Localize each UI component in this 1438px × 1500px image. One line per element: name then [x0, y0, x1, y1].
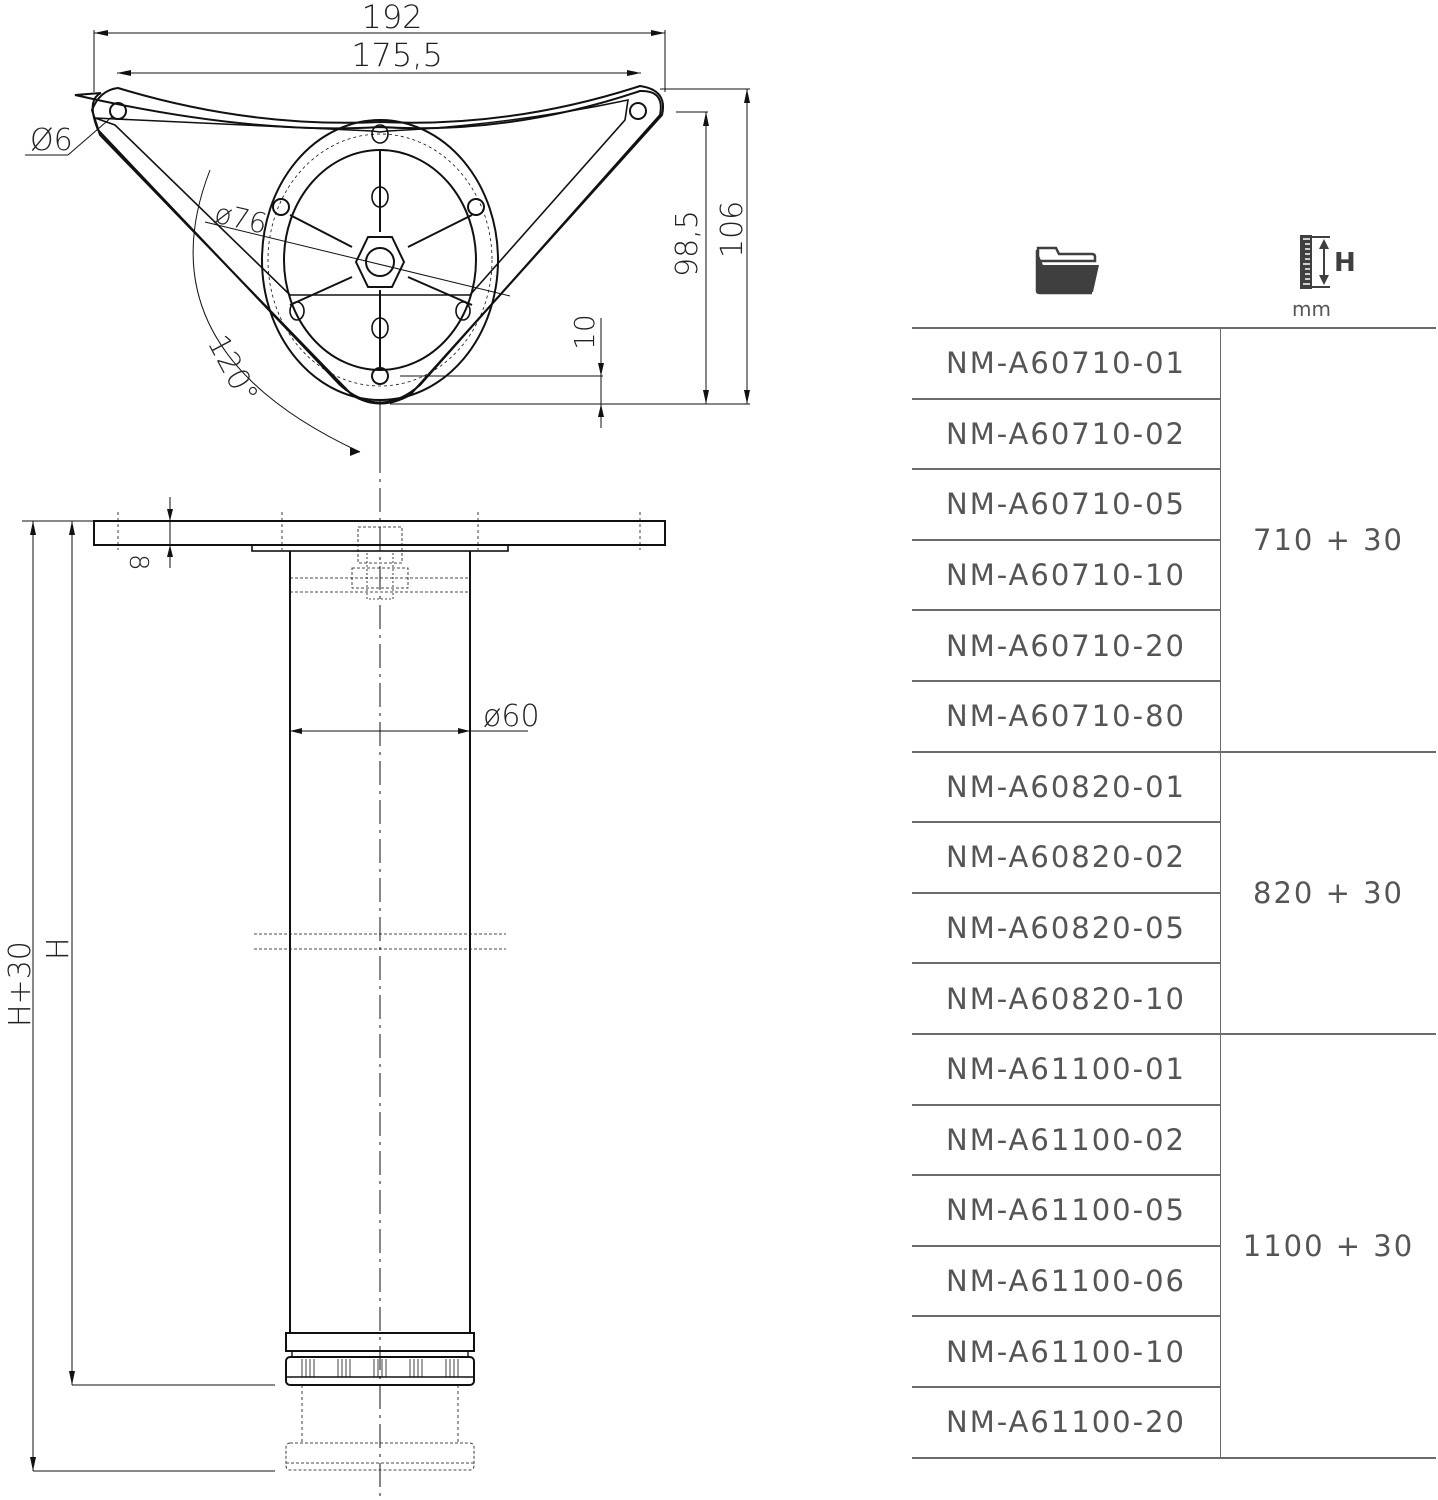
dim-depth-inner: 98,5: [670, 210, 705, 277]
side-view-leg: [22, 497, 666, 1472]
table-row: NM-A60820-10: [912, 962, 1436, 1035]
table-row: NM-A61100-06: [912, 1244, 1436, 1318]
product-code: NM-A60710-20: [912, 609, 1221, 682]
ruler-height-icon: H: [1300, 235, 1356, 289]
table-row: NM-A60820-05: [912, 891, 1436, 965]
product-code: NM-A60820-05: [912, 891, 1221, 965]
table-row: NM-A61100-05: [912, 1174, 1436, 1247]
dim-height-extended: H+30: [3, 941, 38, 1027]
spec-table: NM-A60710-01 710 + 30 NM-A60710-02 NM-A6…: [912, 327, 1436, 1459]
product-code: NM-A60710-80: [912, 679, 1221, 753]
top-view-plate: [25, 30, 750, 1500]
table-row: NM-A61100-20: [912, 1385, 1436, 1459]
table-row: NM-A60710-01 710 + 30: [912, 327, 1436, 753]
dim-height: H: [41, 937, 76, 960]
height-range: 710 + 30: [1220, 327, 1436, 753]
product-code: NM-A61100-05: [912, 1174, 1221, 1247]
dim-circle-diameter: ø76: [211, 197, 270, 241]
product-code: NM-A60710-05: [912, 468, 1221, 541]
product-code: NM-A60820-01: [912, 750, 1221, 824]
product-code: NM-A60710-02: [912, 397, 1221, 471]
dim-overall-width: 192: [361, 0, 422, 36]
table-row: NM-A60710-05: [912, 468, 1436, 541]
table-row: NM-A61100-02: [912, 1103, 1436, 1177]
technical-drawing: 192 175,5 Ø6 ø76 120° 98,5 106 10 8 ø60 …: [3, 0, 750, 1500]
product-code: NM-A61100-20: [912, 1385, 1221, 1459]
product-code: NM-A61100-01: [912, 1032, 1221, 1106]
product-code: NM-A60820-02: [912, 821, 1221, 894]
height-range: 1100 + 30: [1220, 1032, 1436, 1459]
table-row: NM-A60710-20: [912, 609, 1436, 682]
table-row: NM-A60820-02: [912, 821, 1436, 894]
product-code: NM-A60820-10: [912, 962, 1221, 1035]
table-row: NM-A60820-01 820 + 30: [912, 750, 1436, 1035]
table-row: NM-A60710-02: [912, 397, 1436, 471]
table-header: H mm: [912, 225, 1436, 325]
table-row: NM-A61100-10: [912, 1315, 1436, 1388]
product-code: NM-A60710-10: [912, 538, 1221, 612]
table-row: NM-A60710-80: [912, 679, 1436, 753]
dim-hole-diameter: Ø6: [30, 123, 73, 158]
product-code: NM-A61100-10: [912, 1315, 1221, 1388]
dim-angle: 120°: [200, 329, 265, 409]
ruler-letter: H: [1334, 248, 1356, 278]
table-row: NM-A60710-10: [912, 538, 1436, 612]
dim-plate-thickness: 8: [123, 554, 153, 571]
dim-offset: 10: [568, 314, 601, 350]
dim-tube-diameter: ø60: [483, 699, 540, 734]
dim-depth-overall: 106: [715, 201, 750, 258]
product-code: NM-A61100-06: [912, 1244, 1221, 1318]
table-row: NM-A61100-01 1100 + 30: [912, 1032, 1436, 1459]
folder-icon: [1035, 246, 1099, 295]
product-code: NM-A60710-01: [912, 327, 1221, 400]
dim-hole-spacing: 175,5: [351, 36, 443, 74]
drawing-canvas: 192 175,5 Ø6 ø76 120° 98,5 106 10 8 ø60 …: [3, 0, 750, 1500]
height-range: 820 + 30: [1220, 750, 1436, 1035]
height-unit-label: mm: [1292, 297, 1331, 321]
product-code: NM-A61100-02: [912, 1103, 1221, 1177]
